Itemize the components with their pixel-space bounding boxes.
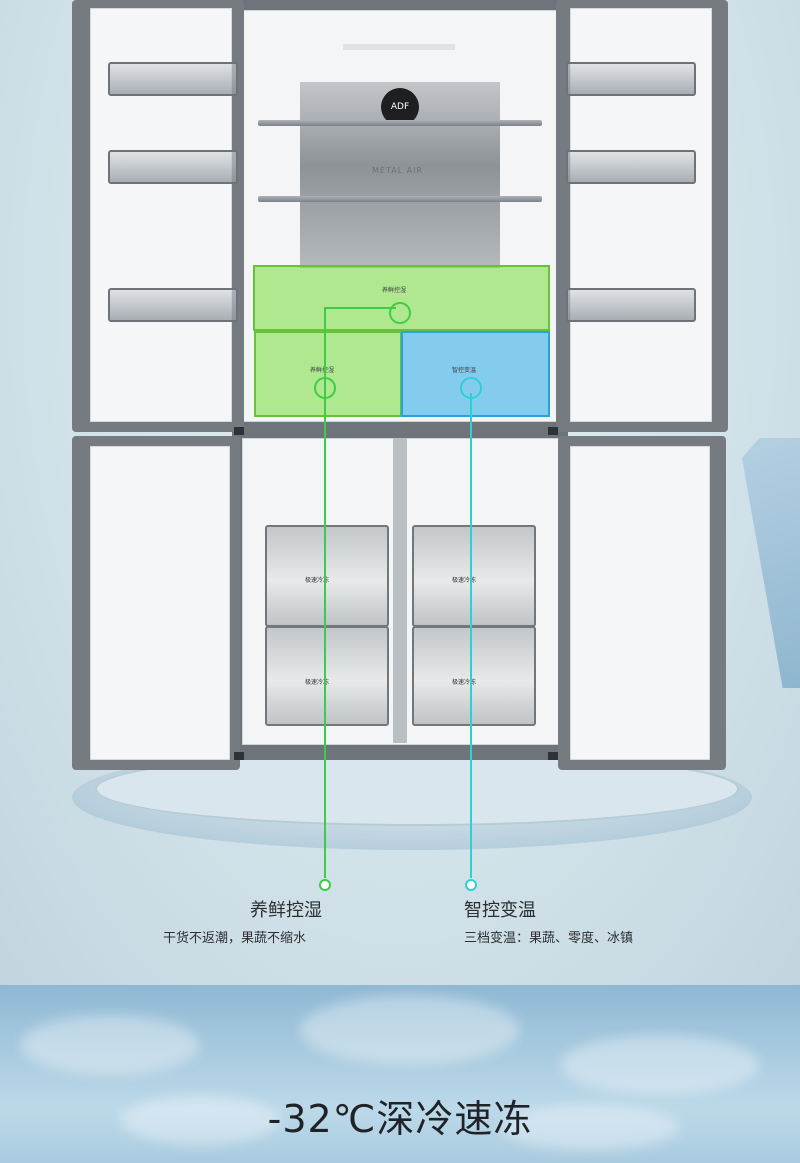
freezer-drawer-label: 极速冷冻 bbox=[305, 679, 330, 686]
feature-title-temperature: 智控变温 bbox=[464, 900, 536, 921]
door-bin bbox=[108, 62, 238, 96]
ice-banner bbox=[0, 985, 800, 1163]
temperature-drawer-label: 智控变温 bbox=[452, 367, 477, 374]
freezer-drawer-label: 极速冷冻 bbox=[305, 577, 330, 584]
door-bin bbox=[108, 288, 238, 322]
door-hinge bbox=[548, 427, 558, 435]
door-bin bbox=[566, 62, 696, 96]
temperature-callout-line bbox=[470, 393, 472, 878]
freshness-drawer bbox=[254, 331, 402, 417]
door-foot bbox=[548, 752, 558, 760]
freezer-drawer bbox=[412, 626, 536, 726]
top-drawer-label: 养鲜控湿 bbox=[382, 287, 407, 294]
door-bin bbox=[566, 288, 696, 322]
metal-air-label: METAL AIR bbox=[372, 166, 424, 175]
freezer-divider bbox=[393, 438, 407, 743]
freezer-drawer-label: 极速冷冻 bbox=[452, 679, 477, 686]
temperature-callout-dot bbox=[465, 879, 477, 891]
feature-desc-freshness: 干货不返潮，果蔬不缩水 bbox=[163, 931, 307, 946]
freshness-callout-dot bbox=[319, 879, 331, 891]
feature-desc-temperature: 三档变温：果蔬、零度、冰镇 bbox=[464, 931, 634, 946]
door-bin bbox=[108, 150, 238, 184]
freshness-callout-line bbox=[324, 308, 326, 878]
freezer-drawer bbox=[412, 525, 536, 627]
temperature-drawer bbox=[401, 331, 550, 417]
freezer-drawer bbox=[265, 626, 389, 726]
freshness-marker-ring bbox=[389, 302, 411, 324]
headline: -32℃深冷速冻 bbox=[267, 1097, 533, 1141]
door-foot bbox=[234, 752, 244, 760]
left-lower-door-liner bbox=[90, 446, 230, 760]
door-bin bbox=[566, 150, 696, 184]
glass-shelf bbox=[258, 196, 542, 202]
interior-light bbox=[343, 44, 455, 50]
brand-logo: ADF bbox=[381, 88, 419, 126]
freezer-drawer-label: 极速冷冻 bbox=[452, 577, 477, 584]
door-hinge bbox=[234, 427, 244, 435]
right-lower-door-liner bbox=[570, 446, 710, 760]
feature-title-freshness: 养鲜控湿 bbox=[250, 900, 322, 921]
glass-shelf bbox=[258, 120, 542, 126]
freshness-connector bbox=[324, 307, 396, 309]
freshness-drawer-label: 养鲜控湿 bbox=[310, 367, 335, 374]
